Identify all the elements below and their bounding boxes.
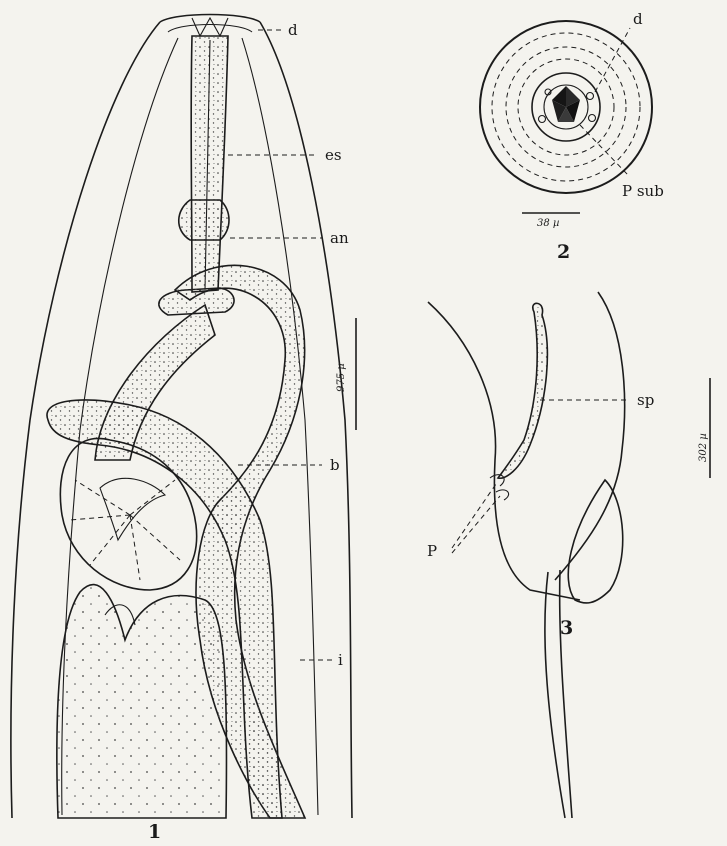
- figure-number-2: 2: [557, 241, 570, 263]
- label-d: d: [288, 21, 298, 39]
- figure-2: d P sub 38 µ 2: [480, 10, 664, 263]
- label-i: i: [338, 651, 343, 669]
- scale-label-fig2: 38 µ: [537, 218, 559, 229]
- spicule: [498, 303, 547, 478]
- tail-tip: [545, 570, 572, 818]
- mouth-lips: [552, 86, 580, 122]
- label-p: P: [427, 542, 437, 560]
- tail-outline-right: [555, 292, 625, 580]
- label-b: b: [330, 456, 340, 474]
- scale-label-fig3: 302 µ: [698, 433, 709, 462]
- figure-number-3: 3: [560, 617, 573, 639]
- scale-label-fig1: 975 µ: [336, 363, 347, 392]
- caudal-bursa: [568, 480, 622, 603]
- tail-outline-left: [428, 302, 580, 600]
- label-es: es: [325, 146, 342, 164]
- figure-number-1: 1: [148, 821, 161, 843]
- figure-3: sp P 302 µ 3: [427, 292, 710, 818]
- label-p-sub: P sub: [622, 182, 664, 200]
- figure-1: d es an b i 975 µ 1: [11, 15, 356, 844]
- nerve-ring-swelling: [179, 200, 229, 240]
- label-an: an: [330, 229, 349, 247]
- label-sp: sp: [637, 391, 654, 409]
- lower-body-mass: [57, 585, 227, 818]
- ovary-striations: [70, 478, 180, 580]
- label-d-fig2: d: [633, 10, 643, 28]
